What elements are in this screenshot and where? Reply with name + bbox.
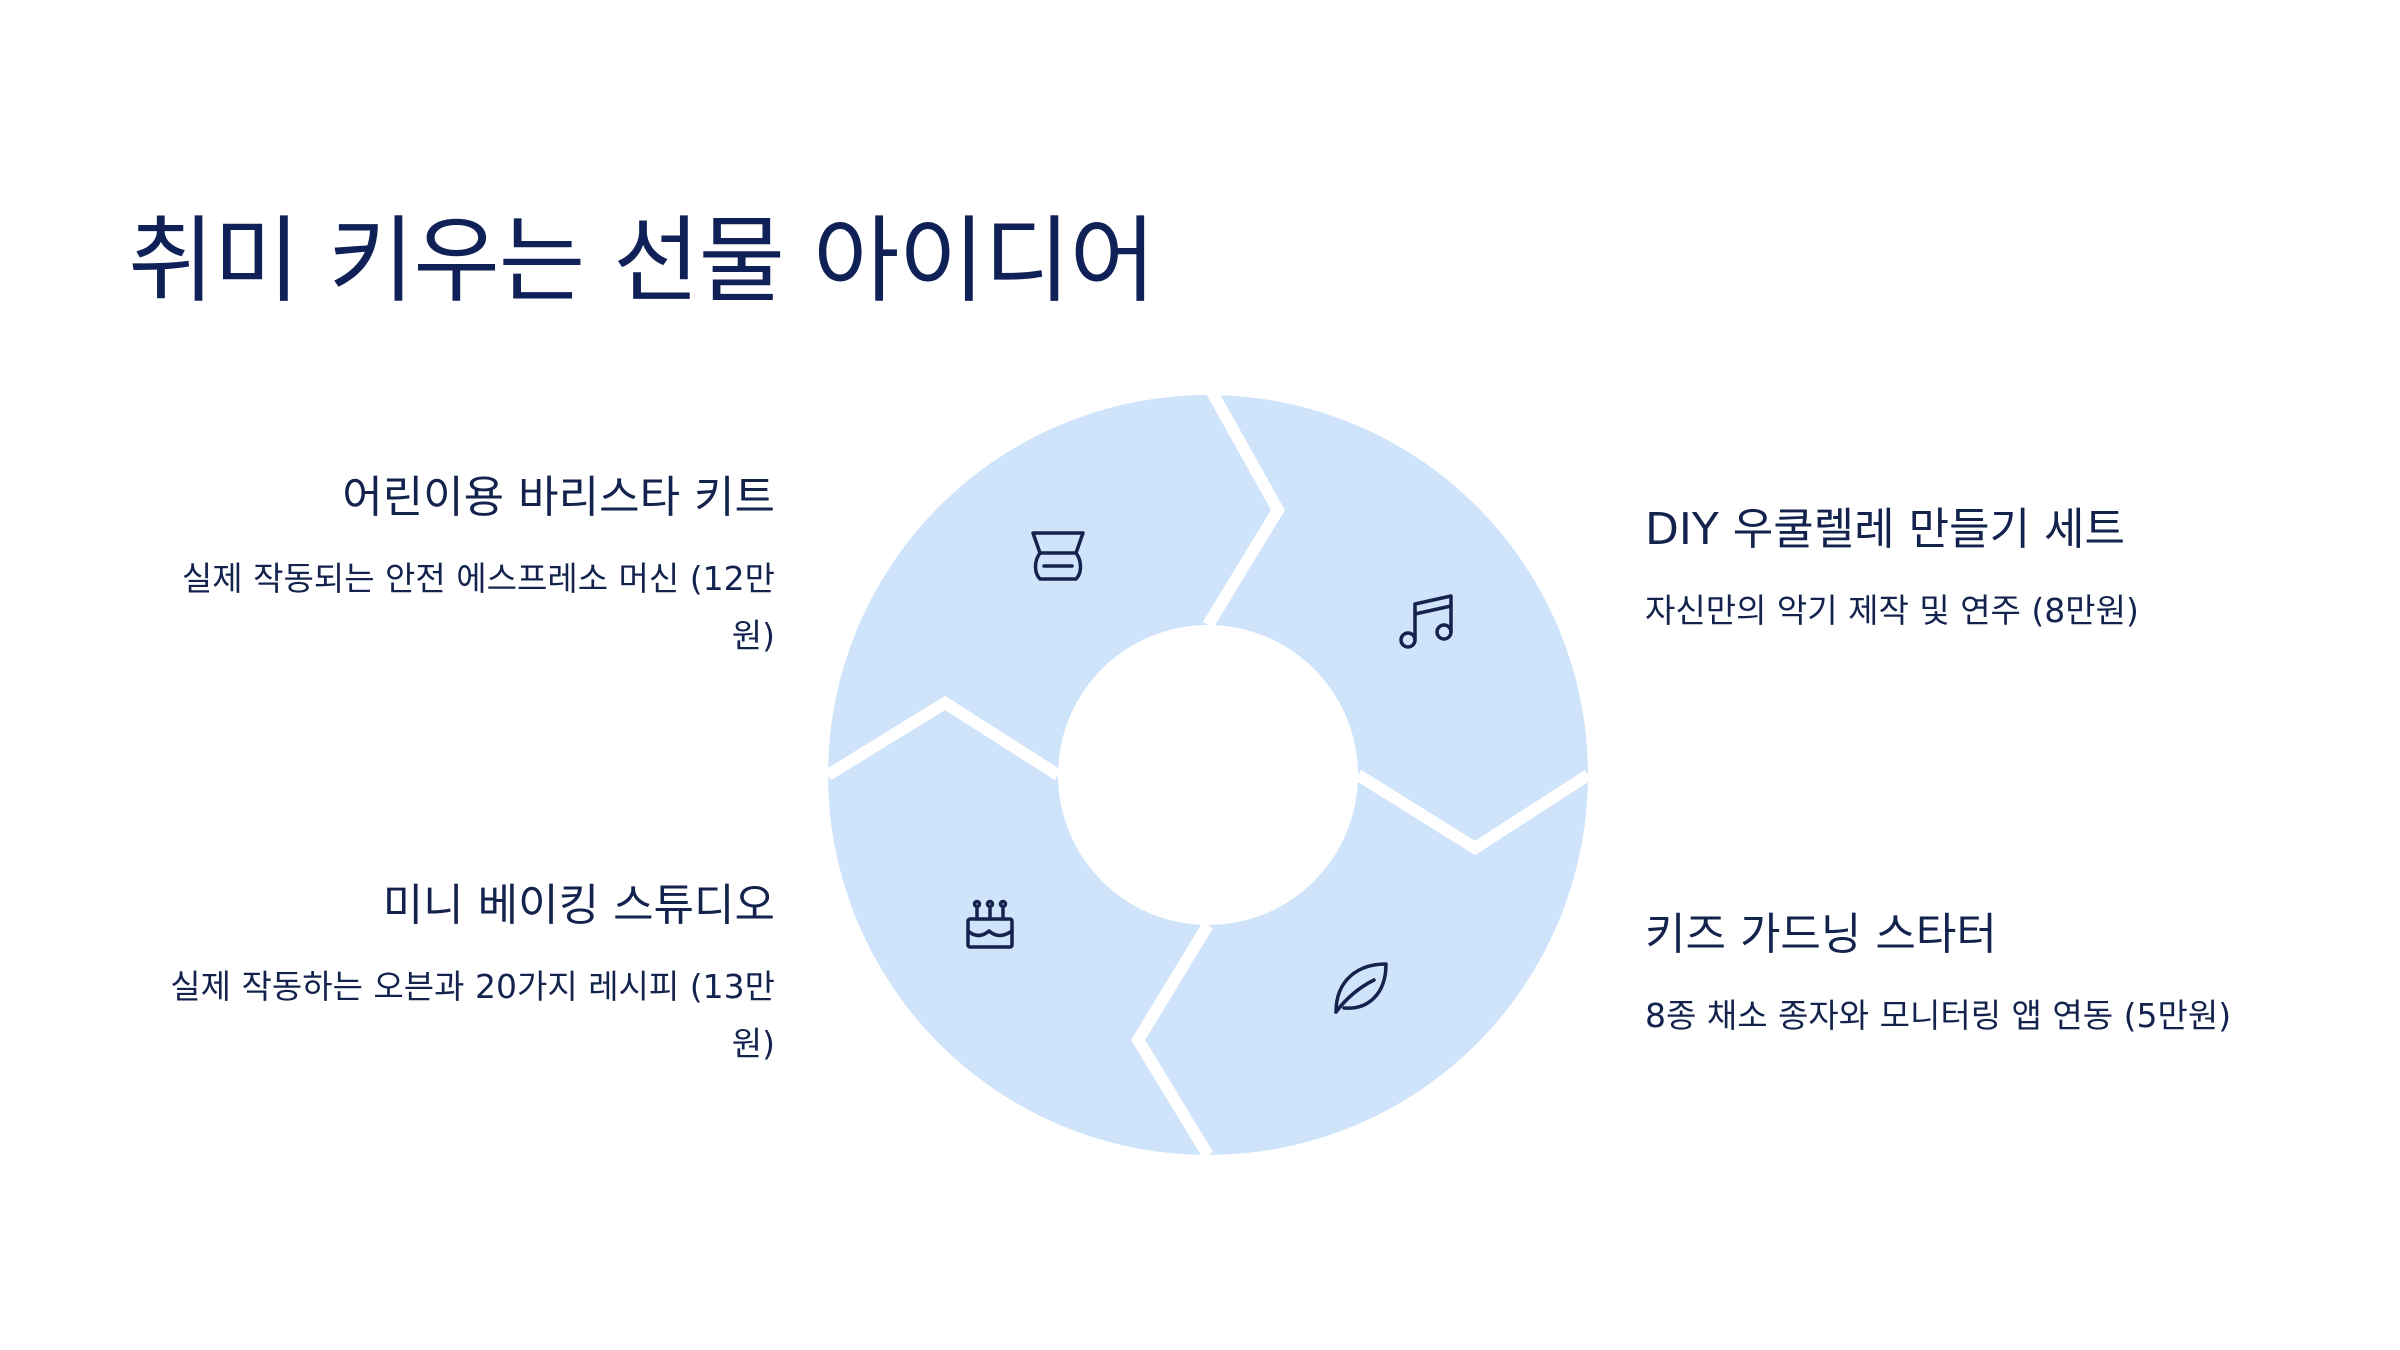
item-gardening-starter: 키즈 가드닝 스타터 8종 채소 종자와 모니터링 앱 연동 (5만원): [1645, 905, 2275, 1044]
segment-separators: [824, 382, 1592, 1159]
item-description: 실제 작동하는 오븐과 20가지 레시피 (13만원): [170, 967, 775, 1063]
leaf-icon: [1334, 962, 1388, 1014]
separator-bottom: [1130, 921, 1214, 1159]
music-note-icon: [1399, 594, 1453, 649]
separator-left: [824, 695, 1062, 781]
item-title: 키즈 가드닝 스타터: [1645, 909, 1997, 960]
item-title: DIY 우쿨렐레 만들기 세트: [1645, 504, 2126, 555]
item-title: 미니 베이킹 스튜디오: [382, 880, 775, 931]
coffee-pot-icon: [1031, 531, 1085, 581]
item-description: 자신만의 악기 제작 및 연주 (8만원): [1645, 591, 2139, 630]
page-title: 취미 키우는 선물 아이디어: [128, 207, 1156, 316]
separator-right: [1354, 769, 1592, 856]
item-barista-kit: 어린이용 바리스타 키트 실제 작동되는 안전 에스프레소 머신 (12만원): [145, 468, 775, 664]
item-description: 실제 작동되는 안전 에스프레소 머신 (12만원): [181, 559, 775, 655]
item-description: 8종 채소 종자와 모니터링 앱 연동 (5만원): [1645, 996, 2232, 1035]
cycle-center: [1058, 625, 1358, 925]
item-ukulele-set: DIY 우쿨렐레 만들기 세트 자신만의 악기 제작 및 연주 (8만원): [1645, 500, 2275, 639]
cake-icon: [966, 899, 1014, 949]
item-baking-studio: 미니 베이킹 스튜디오 실제 작동하는 오븐과 20가지 레시피 (13만원): [145, 876, 775, 1072]
item-title: 어린이용 바리스타 키트: [342, 472, 775, 523]
separator-top: [1202, 382, 1285, 629]
